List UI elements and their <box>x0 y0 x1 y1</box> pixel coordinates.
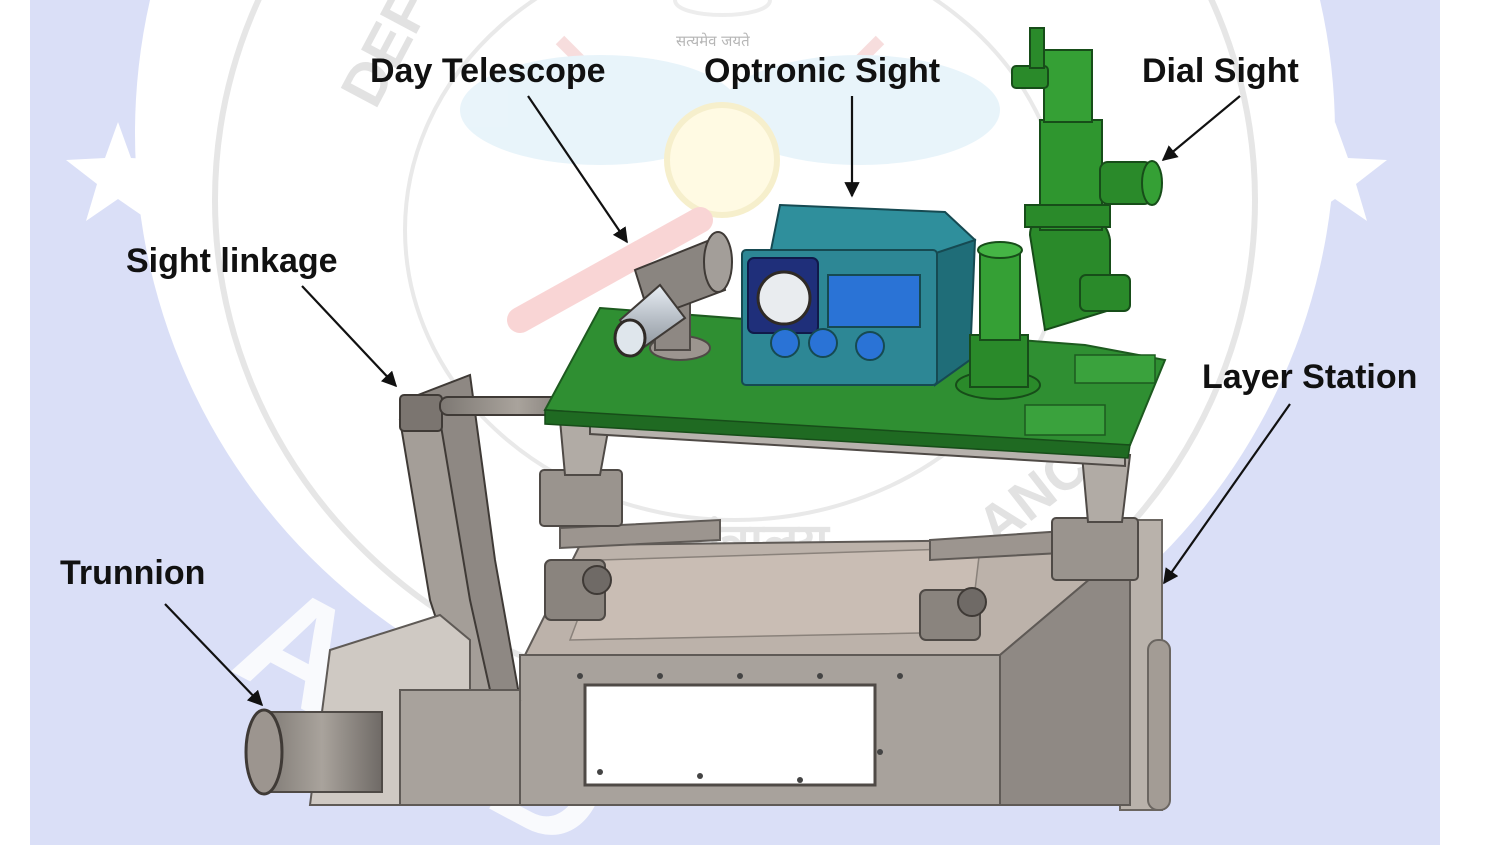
watermark-star-right <box>1283 122 1387 221</box>
label-dial-sight: Dial Sight <box>1142 52 1299 90</box>
optronic-display <box>827 274 921 328</box>
label-sight-linkage: Sight linkage <box>126 242 338 280</box>
front-window <box>583 683 877 787</box>
watermark-motto: सत्यमेव जयते <box>676 32 750 50</box>
arrow-trunnion <box>164 603 264 707</box>
label-day-telescope: Day Telescope <box>370 52 606 90</box>
arrow-day-telescope <box>527 95 628 244</box>
dial-sight <box>955 27 1163 400</box>
right-pillar-block <box>1051 517 1139 581</box>
arrow-dial-sight <box>1161 95 1241 161</box>
arrow-sight-linkage <box>301 285 398 388</box>
left-pillar-block <box>539 469 623 527</box>
watermark-star-left <box>66 122 170 221</box>
main-box-side <box>999 542 1131 806</box>
optronic-lens <box>756 270 812 326</box>
watermark-emblem <box>460 0 1000 333</box>
day-telescope <box>613 231 733 361</box>
leader-arrows <box>164 95 1291 707</box>
trunnion-end <box>244 708 284 796</box>
label-layer-station: Layer Station <box>1202 358 1418 396</box>
optronic-sight <box>741 203 977 387</box>
trunnion-assembly <box>244 613 521 806</box>
telescope-eyepiece <box>613 318 647 358</box>
arrow-layer-station <box>1163 403 1291 585</box>
label-optronic-sight: Optronic Sight <box>704 52 941 90</box>
label-trunnion: Trunnion <box>60 554 206 592</box>
